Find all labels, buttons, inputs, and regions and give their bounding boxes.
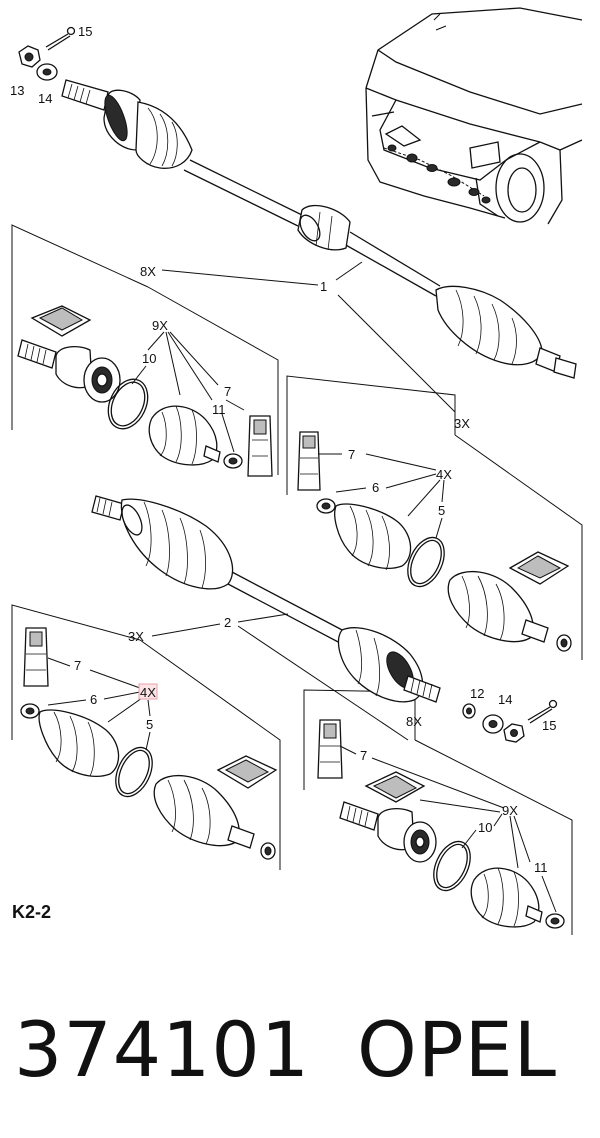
callout-3x: 3X xyxy=(128,629,144,644)
callout-9x: 9X xyxy=(502,803,518,818)
callout-3x: 3X xyxy=(454,416,470,431)
callout-4x: 4X xyxy=(436,467,452,482)
callout-14: 14 xyxy=(498,692,512,707)
exploded-drive-shaft-diagram: 15 13 14 8X 1 9X 10 7 11 3X 7 4X 6 5 3X … xyxy=(10,7,583,935)
callout-10: 10 xyxy=(142,351,156,366)
callout-7: 7 xyxy=(348,447,355,462)
callout-7: 7 xyxy=(360,748,367,763)
callout-labels: 15 13 14 8X 1 9X 10 7 11 3X 7 4X 6 5 3X … xyxy=(10,24,556,875)
callout-8x: 8X xyxy=(140,264,156,279)
brand-name: OPEL xyxy=(357,1005,558,1094)
kit-8x-lower xyxy=(317,719,565,929)
callout-15: 15 xyxy=(78,24,92,39)
callout-10: 10 xyxy=(478,820,492,835)
drive-shaft-1 xyxy=(61,79,577,379)
callout-7: 7 xyxy=(74,658,81,673)
car-illustration xyxy=(365,7,583,225)
callout-14: 14 xyxy=(38,91,52,106)
kit-3x-lower xyxy=(20,627,278,860)
callout-12: 12 xyxy=(470,686,484,701)
callout-8x: 8X xyxy=(406,714,422,729)
callout-1: 1 xyxy=(320,279,327,294)
bottom-caption: 374101 OPEL xyxy=(0,1000,600,1100)
top-hardware xyxy=(18,26,76,81)
drive-shaft-2 xyxy=(91,495,558,743)
kit-8x-upper xyxy=(17,305,273,477)
callout-15: 15 xyxy=(542,718,556,733)
kit-3x-upper xyxy=(297,431,572,652)
callout-13: 13 xyxy=(10,83,24,98)
callout-5: 5 xyxy=(146,717,153,732)
callout-2: 2 xyxy=(224,615,231,630)
callout-9x: 9X xyxy=(152,318,168,333)
highlight-box xyxy=(138,683,158,700)
callout-4x: 4X xyxy=(140,685,156,700)
callout-11: 11 xyxy=(212,402,226,417)
leader-lines xyxy=(47,261,557,913)
callout-6: 6 xyxy=(90,692,97,707)
part-number: 374101 xyxy=(14,1005,311,1094)
bracket-lines xyxy=(11,224,583,935)
diagram-code: K2-2 xyxy=(12,902,52,922)
callout-6: 6 xyxy=(372,480,379,495)
callout-11: 11 xyxy=(534,860,548,875)
callout-7: 7 xyxy=(224,384,231,399)
callout-5: 5 xyxy=(438,503,445,518)
